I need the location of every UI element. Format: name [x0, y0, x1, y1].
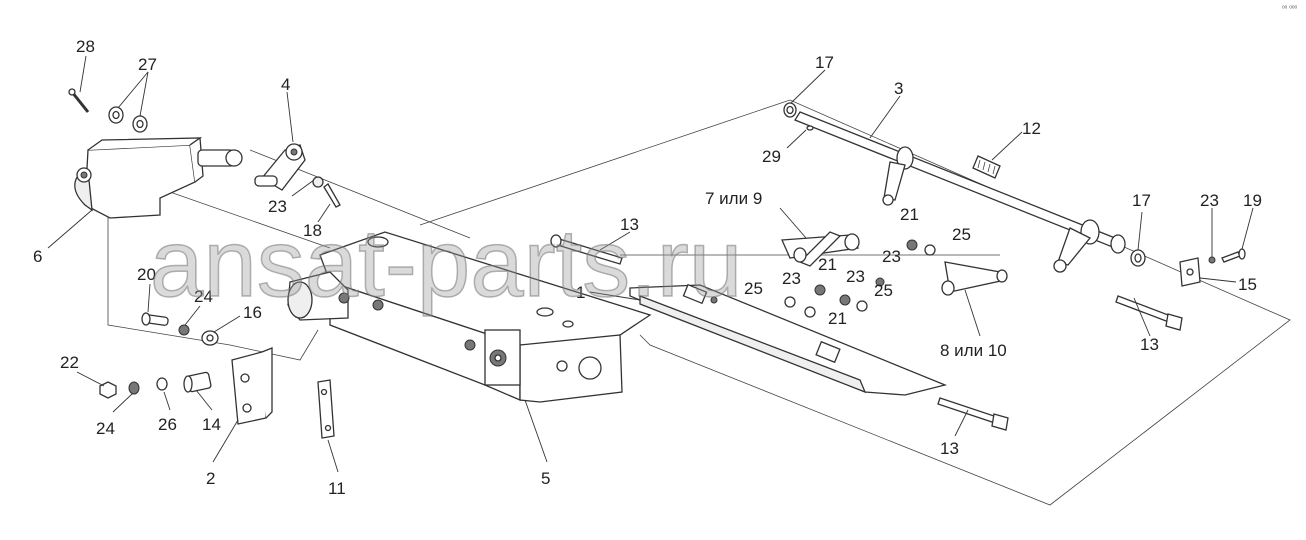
part-13-rod-right — [1115, 295, 1183, 331]
callout-25: 25 — [874, 281, 893, 300]
part-17-ring-right — [1130, 249, 1146, 267]
part-5-main-body — [287, 231, 652, 403]
part-19-bolt — [1221, 248, 1246, 263]
part-24-washer-upper — [178, 324, 190, 336]
callout-25: 25 — [952, 225, 971, 244]
callout-21: 21 — [900, 205, 919, 224]
callout-23: 23 — [268, 197, 287, 216]
callout-18: 18 — [303, 221, 322, 240]
callout-23: 23 — [882, 247, 901, 266]
part-6-housing — [74, 136, 243, 219]
part-26-washer — [156, 377, 168, 391]
callout-20: 20 — [137, 265, 156, 284]
callout-23: 23 — [846, 267, 865, 286]
callout-13: 13 — [620, 215, 639, 234]
part-29-pin — [806, 125, 814, 131]
callout-23: 23 — [1200, 191, 1219, 210]
part-24-lock-washer — [128, 381, 140, 395]
fastener-cluster-21-23-25 — [784, 239, 936, 318]
part-27-washers — [108, 106, 148, 133]
part-2-bracket-plate — [231, 347, 273, 425]
callout-22: 22 — [60, 353, 79, 372]
callout-26: 26 — [158, 415, 177, 434]
callout-17: 17 — [815, 53, 834, 72]
callout-24: 24 — [194, 287, 213, 306]
part-7-or-9-link — [781, 231, 860, 267]
part-4-lever — [254, 143, 306, 191]
callout-14: 14 — [202, 415, 221, 434]
watermark-text: ansat-parts.ru — [150, 210, 742, 317]
callout-11: 11 — [328, 479, 346, 498]
callout-21: 21 — [828, 309, 847, 328]
part-14-spacer — [183, 371, 212, 393]
callout-24: 24 — [96, 419, 115, 438]
callout-13: 13 — [940, 439, 959, 458]
callout-21: 21 — [818, 255, 837, 274]
callout-3: 3 — [894, 79, 903, 98]
callout-15: 15 — [1238, 275, 1257, 294]
part-16-washer — [201, 330, 219, 346]
callout-5: 5 — [541, 469, 550, 488]
part-22-nut — [99, 381, 117, 399]
part-23-nut-right — [1208, 256, 1216, 264]
callout-2: 2 — [206, 469, 215, 488]
callout-29: 29 — [762, 147, 781, 166]
callout-1: 1 — [576, 283, 585, 302]
part-12-spring — [972, 155, 1001, 179]
part-8-or-10-link — [941, 261, 1008, 296]
callout-13: 13 — [1140, 335, 1159, 354]
part-17-ring-left — [783, 102, 797, 118]
part-13-rod-lower — [937, 397, 1009, 431]
part-28-cotter-pin — [68, 88, 90, 113]
callout-16: 16 — [243, 303, 262, 322]
part-3-shaft — [794, 111, 1126, 273]
callout-12: 12 — [1022, 119, 1041, 138]
corner-mark: ᵒᵒ ᵒᵒᵒ — [1282, 5, 1298, 12]
callout-27: 27 — [138, 55, 157, 74]
callout-8-or-10: 8 или 10 — [940, 341, 1007, 360]
part-20-bolt — [141, 312, 169, 326]
callout-labels: 28 27 4 23 18 6 20 24 16 22 24 26 14 2 1… — [33, 37, 1262, 498]
part-1-rail — [629, 283, 948, 396]
callout-6: 6 — [33, 247, 42, 266]
callout-19: 19 — [1243, 191, 1262, 210]
part-13-rod-upper — [550, 234, 623, 265]
callout-17: 17 — [1132, 191, 1151, 210]
part-11-strip — [317, 379, 335, 439]
part-18-bolt — [312, 176, 341, 208]
callout-4: 4 — [281, 75, 290, 94]
callout-7-or-9: 7 или 9 — [705, 189, 762, 208]
part-15-block — [1179, 257, 1201, 287]
callout-23: 23 — [782, 269, 801, 288]
callout-28: 28 — [76, 37, 95, 56]
callout-25: 25 — [744, 279, 763, 298]
callout-leaders — [47, 55, 1254, 473]
